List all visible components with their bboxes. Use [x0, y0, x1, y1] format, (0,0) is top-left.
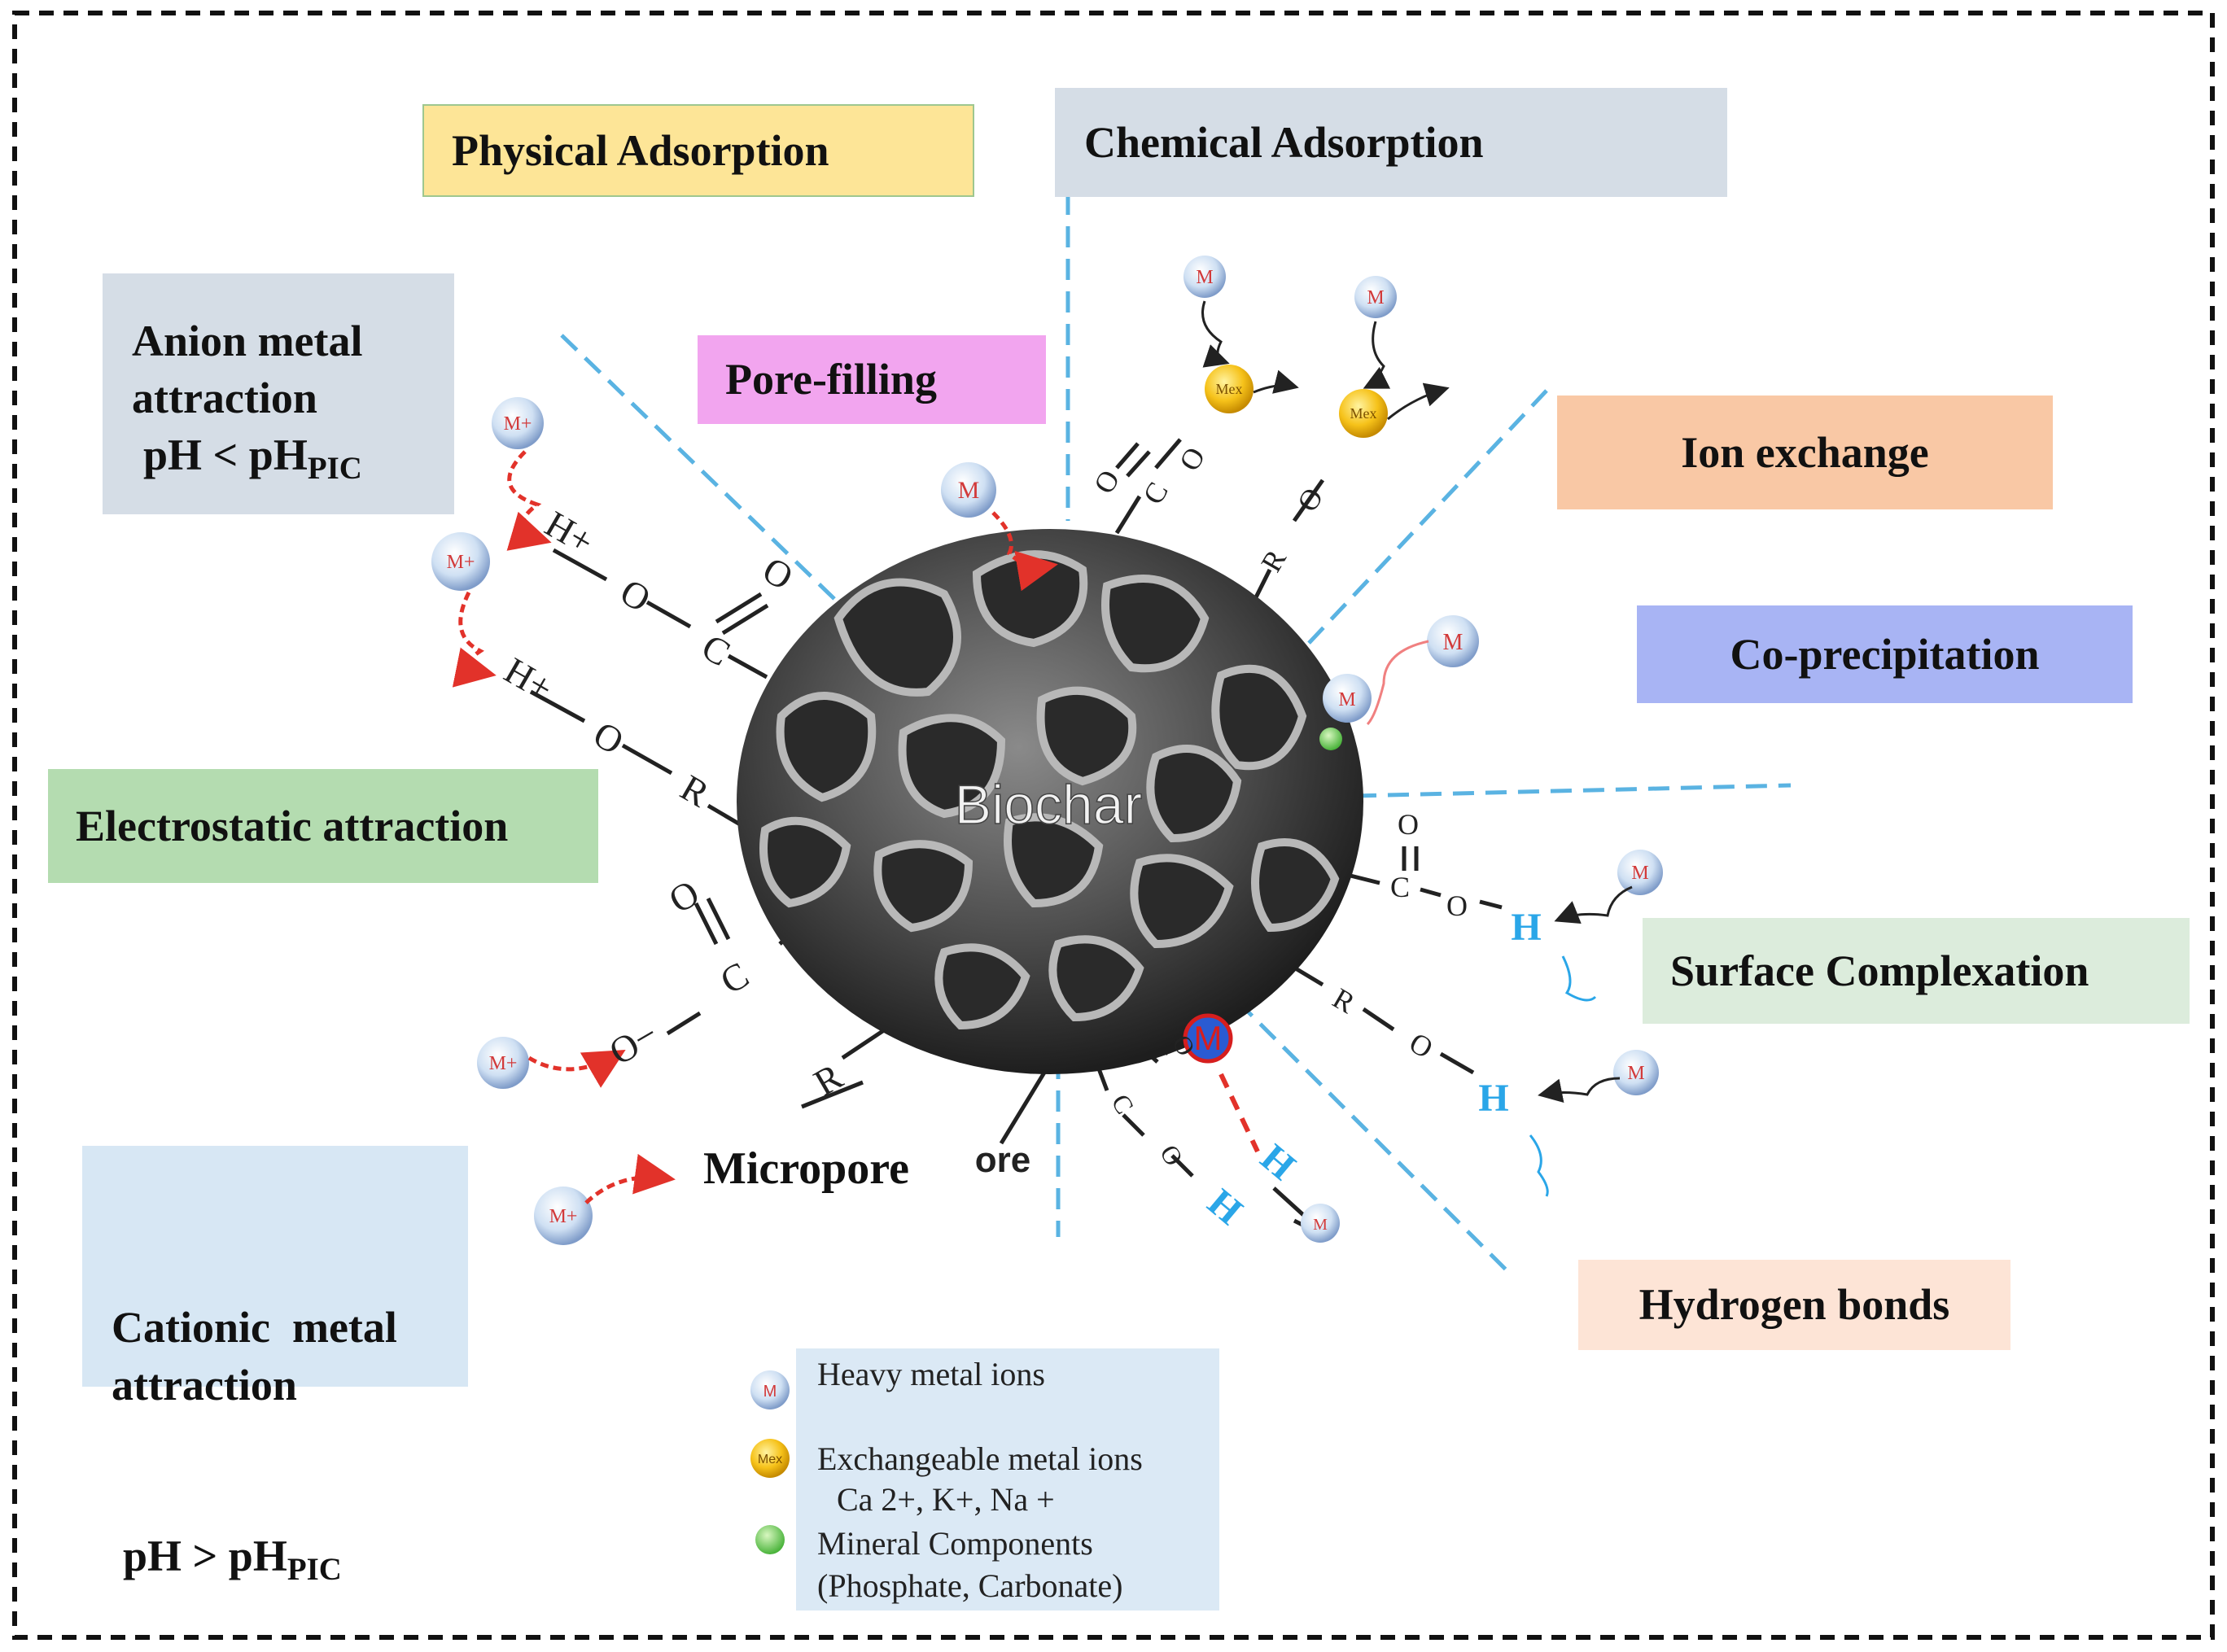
hydrogen-bonds-text: Hydrogen bonds	[1639, 1280, 1950, 1330]
electrostatic-attraction-text: Electrostatic attraction	[76, 801, 509, 850]
anion-ph-subscript: PIC	[307, 451, 362, 487]
metal-cation-label: M+	[504, 413, 532, 435]
metal-label: M	[1338, 689, 1355, 710]
metal-cation-label: M+	[549, 1206, 578, 1227]
hydrogen-bond-dash	[1219, 1073, 1260, 1153]
legend-mineral-detail: (Phosphate, Carbonate)	[817, 1567, 1123, 1604]
legend-exchangeable-text: Exchangeable metal ions	[817, 1440, 1143, 1477]
cationic-ph-prefix: pH > pH	[123, 1532, 287, 1581]
cationic-metal-attraction-text: Cationic metal attraction	[112, 1303, 409, 1409]
metal-label: M	[1631, 863, 1648, 884]
blue-squiggles	[1529, 955, 1597, 1197]
carbon-label: C	[1136, 477, 1175, 510]
oxygen-label: O	[1087, 465, 1127, 500]
co-precipitation-label: Co-precipitation	[1637, 605, 2133, 703]
co-precipitation-text: Co-precipitation	[1730, 629, 2040, 679]
anion-ph-prefix: pH < pH	[143, 430, 308, 480]
r-group-label: R	[807, 1055, 849, 1104]
heavy-metal-ion-labels: M M M M M M M M M+ M+ M+ M+	[447, 267, 1649, 1234]
legend-heavy-metal-symbol: M	[763, 1383, 777, 1401]
exchangeable-metal-ions	[1205, 365, 1388, 438]
metal-label: M	[1196, 267, 1213, 288]
pink-arrow	[1366, 640, 1429, 726]
oxygen-anion-label: O−	[602, 1013, 665, 1073]
cationic-ph-subscript: PIC	[287, 1552, 342, 1587]
legend-mineral-icon	[755, 1525, 785, 1554]
legend-heavy-metal-text: Heavy metal ions	[817, 1356, 1045, 1392]
black-arrows	[1201, 300, 1633, 1104]
carbon-label: C	[1106, 1089, 1140, 1118]
surface-metal-ion	[1183, 1013, 1233, 1064]
metal-cation-label: M+	[489, 1053, 518, 1074]
r-group-label: R	[1254, 544, 1293, 578]
legend-exchangeable-icon	[750, 1439, 790, 1478]
oxygen-label: O	[1173, 442, 1212, 477]
micropore-text: Micropore	[703, 1143, 909, 1194]
hydrogen-label: H	[1478, 1077, 1508, 1120]
legend-heavy-metal-icon	[750, 1370, 790, 1409]
metal-label: M	[1313, 1216, 1328, 1234]
oxygen-label: O	[1446, 889, 1468, 922]
hydrogen-bonds-label: Hydrogen bonds	[1578, 1260, 2010, 1350]
electrostatic-attraction-label: Electrostatic attraction	[48, 769, 598, 883]
anion-metal-attraction-label: Anion metal attraction pH < pHPIC	[103, 273, 454, 514]
oxygen-label: O	[1291, 483, 1330, 518]
cationic-ph-condition: pH > pHPIC	[112, 1527, 452, 1590]
oxygen-label: O	[756, 548, 800, 598]
metal-cation-label: M+	[447, 552, 475, 573]
hydrogen-label: H	[1200, 1181, 1251, 1234]
metal-label: M	[1627, 1063, 1644, 1084]
oxygen-label: O	[587, 713, 631, 763]
outer-frame	[12, 11, 2215, 1640]
ion-exchange-label: Ion exchange	[1557, 396, 2053, 509]
oxygen-label: O	[614, 570, 658, 620]
chemical-adsorption-text: Chemical Adsorption	[1084, 117, 1484, 167]
exchange-metal-label: Mex	[1350, 405, 1377, 422]
carbon-label: C	[695, 626, 737, 675]
carbon-label: C	[1390, 871, 1410, 903]
anion-metal-attraction-text: Anion metal attraction	[132, 317, 363, 423]
legend-exchangeable-symbol: Mex	[758, 1453, 782, 1466]
proton-label: H+	[538, 503, 601, 563]
mineral-component-dot	[1319, 728, 1342, 750]
legend: Heavy metal ions Exchangeable metal ions…	[796, 1348, 1219, 1610]
pore-filling-label: Pore-filling	[698, 335, 1046, 424]
exchange-metal-label: Mex	[1216, 381, 1243, 397]
heavy-metal-ions	[431, 256, 1663, 1245]
ion-exchange-text: Ion exchange	[1681, 427, 1929, 477]
hydrogen-label: H	[1511, 906, 1541, 949]
surface-complexation-text: Surface Complexation	[1670, 946, 2089, 995]
proton-label: H+	[497, 649, 560, 710]
red-dotted-arrows	[452, 450, 1058, 1204]
hydrogen-label: H	[1253, 1136, 1304, 1189]
biochar-particle: Biochar	[737, 529, 1363, 1074]
physical-adsorption-label: Physical Adsorption	[422, 104, 974, 197]
cationic-metal-attraction-label: Cationic metal attraction pH > pHPIC	[82, 1146, 468, 1587]
oxygen-label: O	[1398, 808, 1419, 841]
legend-exchangeable-ions: Ca 2+, K+, Na +	[837, 1481, 1055, 1518]
legend-mineral-text: Mineral Components	[817, 1525, 1093, 1562]
exchangeable-ion-labels: Mex Mex	[1216, 381, 1377, 422]
metal-label: M	[958, 477, 980, 504]
anion-ph-condition: pH < pHPIC	[132, 426, 438, 489]
divider-lines	[560, 194, 1792, 1271]
metal-label: M	[1367, 287, 1384, 308]
metal-label: M	[1443, 630, 1464, 655]
oxygen-label: O	[1404, 1026, 1439, 1065]
surface-metal-label: M	[1194, 1019, 1223, 1057]
chemical-adsorption-label: Chemical Adsorption	[1055, 88, 1727, 197]
physical-adsorption-text: Physical Adsorption	[452, 125, 829, 175]
legend-symbols: M Mex	[750, 1370, 790, 1554]
r-group-label: R	[1328, 981, 1361, 1020]
pore-filling-text: Pore-filling	[725, 355, 937, 404]
surface-complexation-label: Surface Complexation	[1643, 918, 2190, 1024]
carbon-label: C	[713, 954, 755, 1003]
micropore-label: Micropore	[703, 1139, 964, 1204]
residual-pore-text: ore	[975, 1140, 1030, 1180]
biochar-label: Biochar	[955, 774, 1143, 836]
